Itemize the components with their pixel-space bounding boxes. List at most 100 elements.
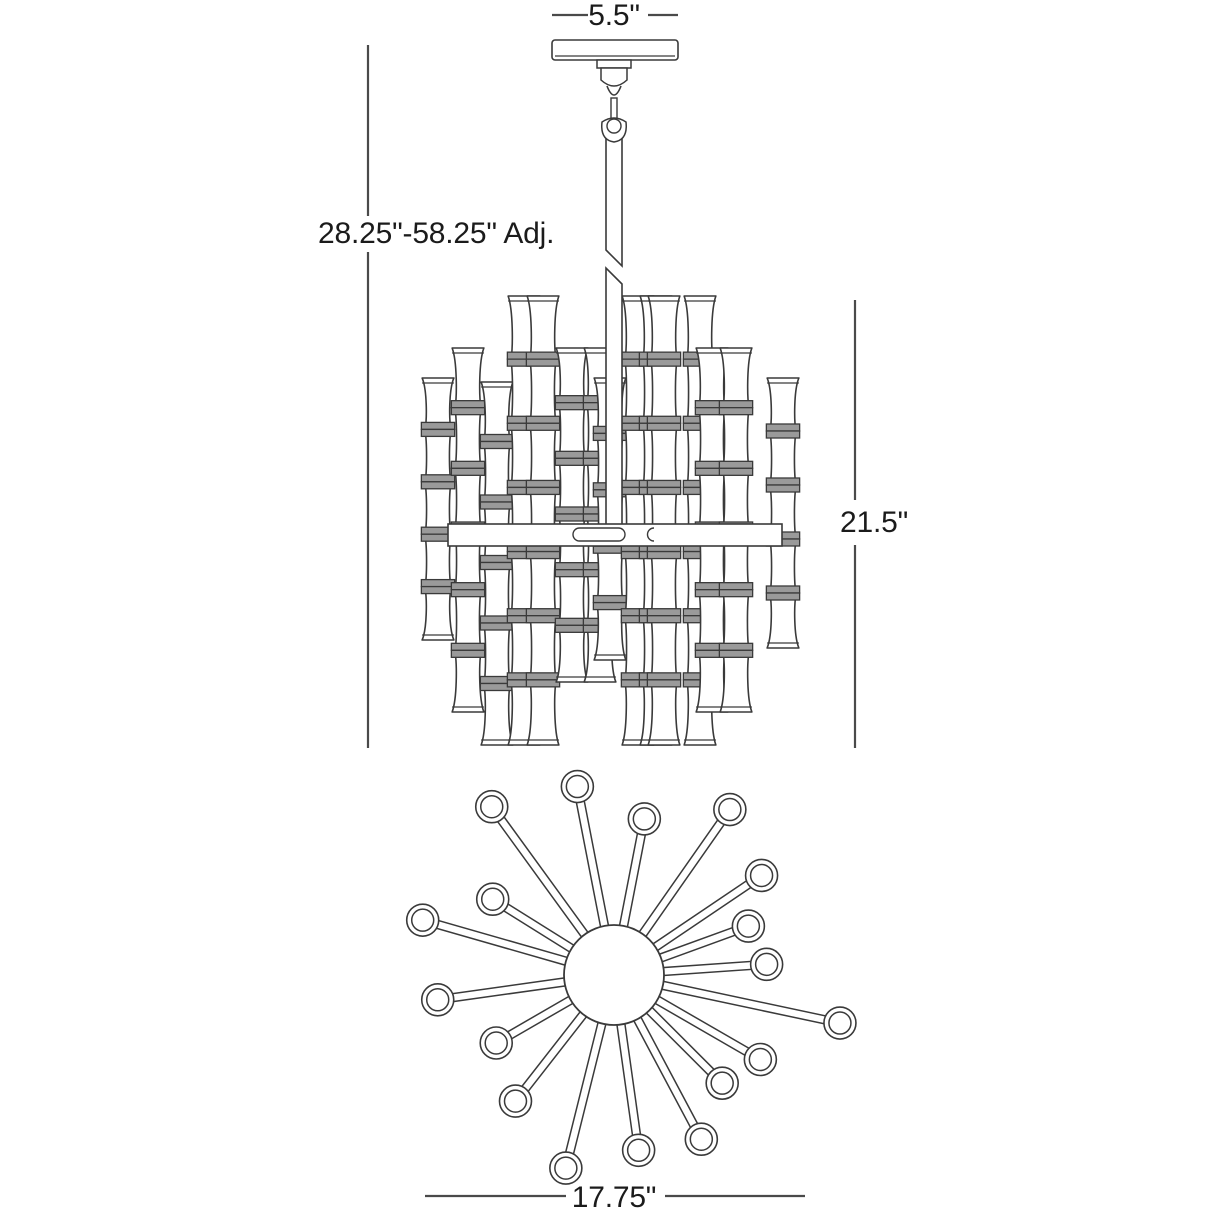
- canopy-assembly: [551, 39, 679, 143]
- plan-arm: [617, 830, 647, 936]
- arm-end-ring-inner: [828, 1011, 852, 1035]
- arm-end-ring-inner: [689, 1127, 714, 1151]
- bamboo-node-collar: [450, 460, 486, 469]
- bamboo-node-collar: [765, 585, 801, 594]
- bamboo-node-collar: [450, 467, 486, 476]
- downrod-upper: [605, 129, 623, 268]
- bamboo-segment: [480, 683, 514, 746]
- dimension-lines-group: [366, 13, 857, 1198]
- bamboo-node-collar: [479, 440, 515, 450]
- bamboo-node-collar: [646, 358, 682, 367]
- bamboo-node-collar: [525, 358, 561, 367]
- bamboo-node-collar: [646, 672, 682, 681]
- plan-arm: [615, 1015, 642, 1139]
- bamboo-node-collar: [765, 430, 801, 439]
- loop-eye: [606, 118, 622, 134]
- bamboo-segment: [647, 295, 681, 361]
- bamboo-node-collar: [525, 479, 561, 489]
- arm-end-ring-inner: [554, 1156, 578, 1180]
- plan-arm: [449, 976, 574, 1003]
- bamboo-node-collar: [646, 415, 682, 424]
- plan-arm: [495, 813, 594, 945]
- bamboo-node-collar: [450, 589, 486, 598]
- bamboo-segment: [526, 680, 560, 746]
- bamboo-node-collar: [450, 407, 486, 416]
- bamboo-segment: [483, 623, 511, 686]
- bamboo-node-collar: [450, 649, 486, 658]
- bamboo-node-collar: [592, 594, 628, 604]
- bamboo-node-collar: [646, 479, 682, 489]
- arm-end-ring-inner: [565, 774, 590, 799]
- bamboo-node-collar: [420, 481, 456, 490]
- bamboo-segment: [698, 407, 726, 471]
- bamboo-node-collar: [765, 477, 801, 486]
- bamboo-node-collar: [525, 351, 561, 360]
- bamboo-node-collar: [718, 400, 754, 409]
- plan-arm: [575, 797, 611, 936]
- bamboo-node-collar: [718, 589, 754, 598]
- bamboo-segment: [451, 650, 485, 713]
- bamboo-node-collar: [525, 422, 561, 431]
- hook-loop-upper: [606, 85, 622, 96]
- bamboo-node-collar: [420, 421, 456, 431]
- bamboo-rod: [479, 381, 515, 746]
- bamboo-node-collar: [420, 428, 456, 438]
- bamboo-node-collar: [765, 423, 801, 432]
- bamboo-node-collar: [479, 622, 515, 631]
- arm-end-ring-inner: [503, 1089, 528, 1113]
- bamboo-segment: [722, 589, 750, 653]
- bamboo-node-collar: [450, 400, 486, 409]
- arm-end-ring-inner: [632, 807, 657, 831]
- bamboo-rod: [694, 347, 730, 713]
- bamboo-node-collar: [525, 486, 561, 496]
- bamboo-node-collar: [646, 615, 682, 624]
- crossbar-slot: [572, 527, 626, 542]
- bamboo-node-collar: [718, 649, 754, 658]
- bamboo-node-collar: [450, 642, 486, 651]
- bamboo-segment: [454, 407, 482, 471]
- bamboo-segment: [483, 562, 511, 625]
- arm-end-ring-inner: [749, 863, 774, 888]
- canopy-cup: [600, 67, 628, 87]
- bamboo-rod: [765, 377, 801, 649]
- bamboo-node-collar: [646, 608, 682, 617]
- dimension-label-body-height: 21.5": [840, 506, 908, 539]
- bamboo-segment: [650, 359, 678, 426]
- bamboo-segment: [650, 615, 678, 682]
- bamboo-rod: [646, 295, 682, 746]
- arm-end-ring-inner: [484, 1031, 508, 1055]
- bamboo-segment: [483, 441, 511, 504]
- bamboo-node-collar: [525, 679, 561, 688]
- canopy-collar: [596, 59, 632, 69]
- bamboo-node-collar: [718, 467, 754, 476]
- bamboo-node-collar: [646, 550, 682, 560]
- bamboo-segment: [650, 551, 678, 618]
- downrod-assembly: [605, 129, 623, 531]
- bamboo-node-collar: [525, 615, 561, 624]
- arm-end-ring-inner: [479, 794, 504, 819]
- bamboo-segment: [719, 650, 753, 713]
- bamboo-node-collar: [765, 592, 801, 601]
- crossbar-assembly: [447, 523, 783, 547]
- bamboo-segment: [650, 423, 678, 490]
- bamboo-node-collar: [718, 460, 754, 469]
- bamboo-segment: [555, 625, 589, 683]
- downrod-lower: [605, 266, 623, 531]
- bamboo-node-collar: [718, 642, 754, 651]
- bamboo-node-collar: [450, 582, 486, 591]
- bamboo-segment: [766, 593, 800, 649]
- arm-end-ring-inner: [754, 952, 779, 977]
- bamboo-node-collar: [646, 486, 682, 496]
- bamboo-rod: [450, 347, 486, 713]
- bamboo-node-collar: [479, 494, 515, 503]
- bamboo-node-collar: [479, 561, 515, 571]
- arm-end-ring-inner: [626, 1138, 651, 1163]
- bamboo-node-collar: [420, 578, 456, 588]
- bamboo-segment: [480, 381, 514, 444]
- bamboo-segment: [647, 680, 681, 746]
- plan-arm: [633, 816, 727, 944]
- center-hub: [563, 924, 665, 1026]
- bamboo-node-collar: [646, 679, 682, 688]
